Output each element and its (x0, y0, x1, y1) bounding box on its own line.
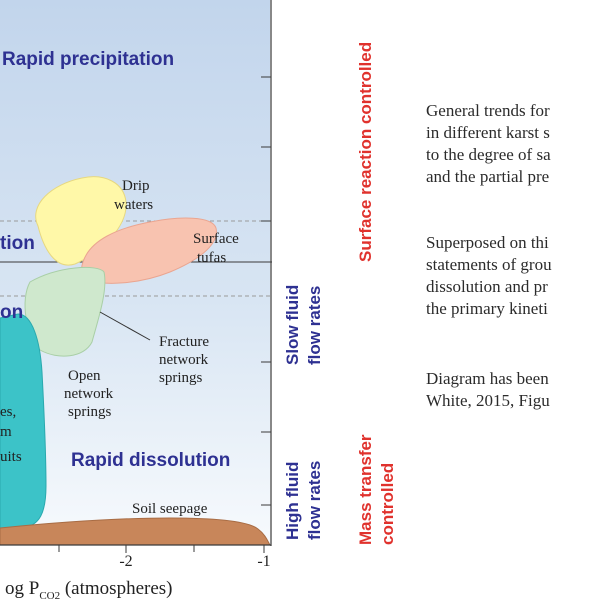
x-tick-minus2: -2 (119, 553, 132, 570)
caption-line: statements of grou (426, 255, 552, 274)
label-open-line2: network (64, 386, 114, 402)
caption-paragraph-3: Diagram has been White, 2015, Figu (426, 368, 550, 412)
caption-line: White, 2015, Figu (426, 391, 550, 410)
caption-line: and the partial pre (426, 167, 550, 186)
label-mass-transfer-line1: Mass transfer (356, 434, 375, 545)
label-soil-seepage: Soil seepage (132, 501, 208, 517)
caption-paragraph-1: General trends for in different karst s … (426, 100, 551, 188)
x-axis-label: og PCO2 (atmospheres) (5, 578, 173, 600)
label-mass-transfer-line2: controlled (378, 463, 397, 545)
label-open-line1: Open (68, 368, 101, 384)
region-conduit (0, 313, 47, 529)
bottom-axis-ticks (58, 545, 265, 553)
caption-line: Superposed on thi (426, 233, 549, 252)
label-rapid-dissolution: Rapid dissolution (71, 450, 230, 471)
label-tufas-line2: tufas (197, 250, 226, 266)
caption-line: Diagram has been (426, 369, 549, 388)
label-fracture-line3: springs (159, 370, 203, 386)
label-slow-flow-line2: flow rates (305, 286, 324, 365)
label-drip-line2: waters (114, 197, 153, 213)
label-high-flow-line1: High fluid (283, 462, 302, 540)
label-high-flow-line2: flow rates (305, 461, 324, 540)
label-conduit-line3: uits (0, 449, 22, 465)
x-tick-minus1: -1 (257, 553, 270, 570)
caption-paragraph-2: Superposed on thi statements of grou dis… (426, 232, 552, 320)
region-soil-seepage (0, 517, 271, 546)
caption-line: General trends for (426, 101, 550, 120)
label-conduit-line2: m (0, 424, 12, 440)
label-tufas-line1: Surface (193, 231, 239, 247)
right-axis-ticks (261, 76, 271, 506)
label-rapid-precipitation: Rapid precipitation (2, 49, 174, 70)
label-open-line3: springs (68, 404, 112, 420)
label-fracture-line1: Fracture (159, 334, 209, 350)
label-fracture-line2: network (159, 352, 209, 368)
label-slow-flow-line1: Slow fluid (283, 285, 302, 365)
label-surface-reaction-controlled: Surface reaction controlled (356, 42, 375, 262)
caption-line: dissolution and pr (426, 277, 548, 296)
caption-line: the primary kineti (426, 299, 548, 318)
label-conduit-line1: es, (0, 404, 16, 420)
caption-line: to the degree of sa (426, 145, 551, 164)
fracture-leader-line (99, 311, 151, 341)
caption-line: in different karst s (426, 123, 550, 142)
label-cut-middle: on (0, 302, 23, 323)
label-cut-upper: tion (0, 233, 35, 254)
label-drip-line1: Drip (122, 178, 150, 194)
